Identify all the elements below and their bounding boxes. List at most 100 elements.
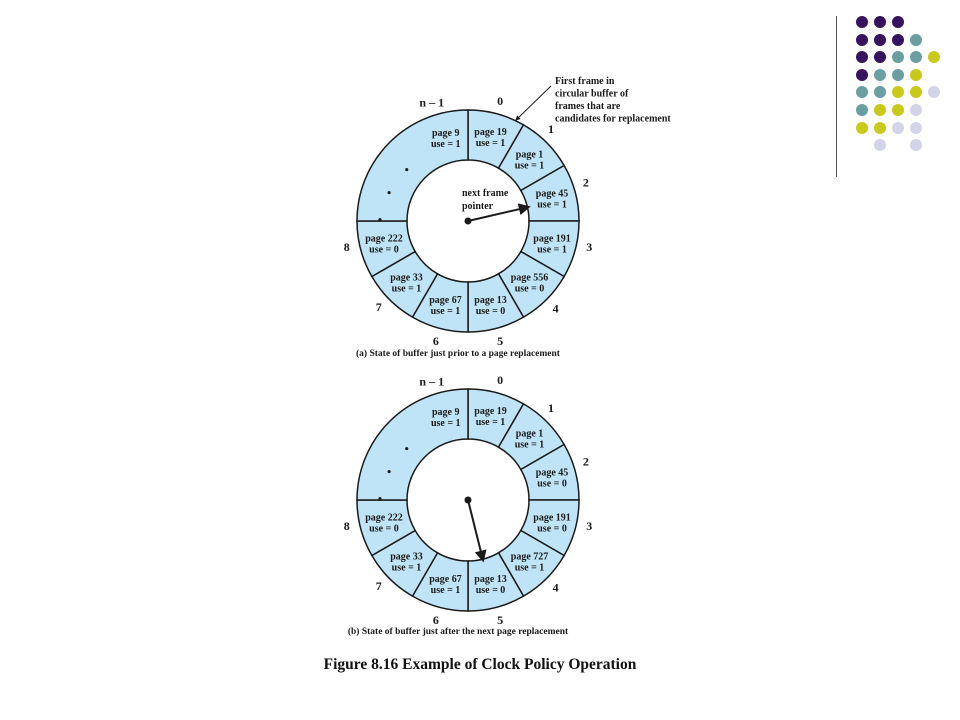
frame-page-label: page 19 [474, 406, 507, 417]
decorative-dot [910, 51, 922, 64]
decorative-dot [874, 139, 886, 152]
decorative-dot [874, 51, 886, 64]
frame-use-label: use = 1 [392, 284, 422, 295]
frame-use-label: use = 0 [369, 245, 399, 256]
figure-title: Figure 8.16 Example of Clock Policy Oper… [323, 656, 637, 673]
frame-index-label: 1 [548, 401, 554, 415]
frame-use-label: use = 1 [476, 417, 506, 428]
frame-index-label: 5 [497, 613, 503, 627]
frame-index-label: 7 [376, 579, 382, 593]
frame-use-label: use = 1 [476, 138, 506, 149]
frame-page-label: page 13 [474, 295, 507, 306]
frame-use-label: use = 0 [537, 478, 567, 489]
frame-index-label: 8 [344, 519, 350, 533]
diagram-caption: (b) State of buffer just after the next … [348, 626, 569, 637]
decorative-dot [892, 104, 904, 116]
frame-use-label: use = 0 [476, 585, 506, 596]
frame-index-label: 1 [548, 122, 554, 136]
frame-page-label: page 222 [365, 234, 403, 245]
decorative-dot [874, 86, 886, 99]
callout-text-line: First frame in [555, 76, 615, 87]
frame-page-label: page 45 [536, 188, 569, 199]
frame-index-label: 6 [433, 613, 439, 627]
next-frame-pointer [467, 499, 487, 563]
frame-use-label: use = 0 [537, 524, 567, 535]
frame-page-label: page 1 [516, 428, 544, 439]
decorative-dot [874, 33, 886, 46]
frame-page-label: page 9 [432, 407, 460, 418]
frame-index-label: 3 [586, 240, 592, 254]
frame-page-label: page 67 [429, 574, 462, 585]
pointer-label-line: pointer [462, 201, 494, 212]
frame-page-label: page 1 [516, 149, 544, 160]
frame-use-label: use = 0 [369, 524, 399, 535]
decorative-dot [856, 33, 868, 46]
frame-use-label: use = 1 [515, 160, 545, 171]
frame-index-label: 7 [376, 300, 382, 314]
decorative-dot [892, 121, 904, 134]
frame-index-label: 2 [583, 176, 589, 190]
pointer-label-line: next frame [462, 188, 509, 199]
frame-segment-9 [356, 388, 469, 501]
frame-use-label: use = 1 [392, 563, 422, 574]
ellipsis-dot: • [405, 163, 409, 177]
decorative-dot [874, 104, 886, 116]
frame-index-label: n – 1 [419, 374, 444, 388]
frame-segment-9 [356, 109, 469, 222]
frame-index-label: 4 [553, 302, 559, 316]
frame-page-label: page 191 [533, 234, 571, 245]
decorative-dot [874, 16, 886, 28]
decorative-dot [910, 33, 922, 46]
frame-page-label: page 9 [432, 128, 460, 139]
frame-page-label: page 191 [533, 513, 571, 524]
frame-index-label: 0 [497, 373, 503, 387]
frame-use-label: use = 1 [431, 585, 461, 596]
frame-page-label: page 19 [474, 127, 507, 138]
decorative-dot [892, 68, 904, 81]
frame-use-label: use = 1 [431, 418, 461, 429]
frame-page-label: page 727 [511, 552, 549, 563]
decorative-dot [856, 121, 868, 134]
frame-use-label: use = 1 [431, 306, 461, 317]
frame-index-label: 0 [497, 94, 503, 108]
diagram-caption: (a) State of buffer just prior to a page… [356, 348, 561, 359]
frame-index-label: 6 [433, 334, 439, 348]
ellipsis-dot: • [387, 464, 391, 478]
decorative-dot [910, 104, 922, 116]
ellipsis-dot: • [405, 442, 409, 456]
frame-use-label: use = 1 [515, 563, 545, 574]
frame-use-label: use = 1 [537, 199, 567, 210]
frame-page-label: page 222 [365, 513, 403, 524]
decorative-dot [928, 51, 940, 64]
ellipsis-dot: • [378, 212, 382, 226]
decorative-dot [892, 86, 904, 99]
decorative-dot [910, 86, 922, 99]
decorative-dot [856, 104, 868, 116]
frame-page-label: page 67 [429, 295, 462, 306]
decorative-divider-line [836, 16, 837, 177]
frame-use-label: use = 1 [515, 439, 545, 450]
decorative-dot [910, 139, 922, 152]
decorative-dot [856, 51, 868, 64]
callout-text-line: candidates for replacement [555, 114, 671, 125]
frame-page-label: page 556 [511, 273, 549, 284]
next-frame-pointer [467, 203, 531, 222]
decorative-dot [874, 68, 886, 81]
decorative-dot [892, 51, 904, 64]
decorative-dot [892, 33, 904, 46]
frame-index-label: 5 [497, 334, 503, 348]
ellipsis-dot: • [387, 185, 391, 199]
frame-index-label: 8 [344, 240, 350, 254]
ellipsis-dot: • [378, 491, 382, 505]
frame-use-label: use = 1 [431, 139, 461, 150]
callout-text-line: circular buffer of [555, 89, 629, 100]
frame-index-label: 2 [583, 455, 589, 469]
frame-use-label: use = 0 [515, 284, 545, 295]
frame-page-label: page 13 [474, 574, 507, 585]
decorative-dot [910, 121, 922, 134]
callout-arrow [515, 85, 552, 121]
